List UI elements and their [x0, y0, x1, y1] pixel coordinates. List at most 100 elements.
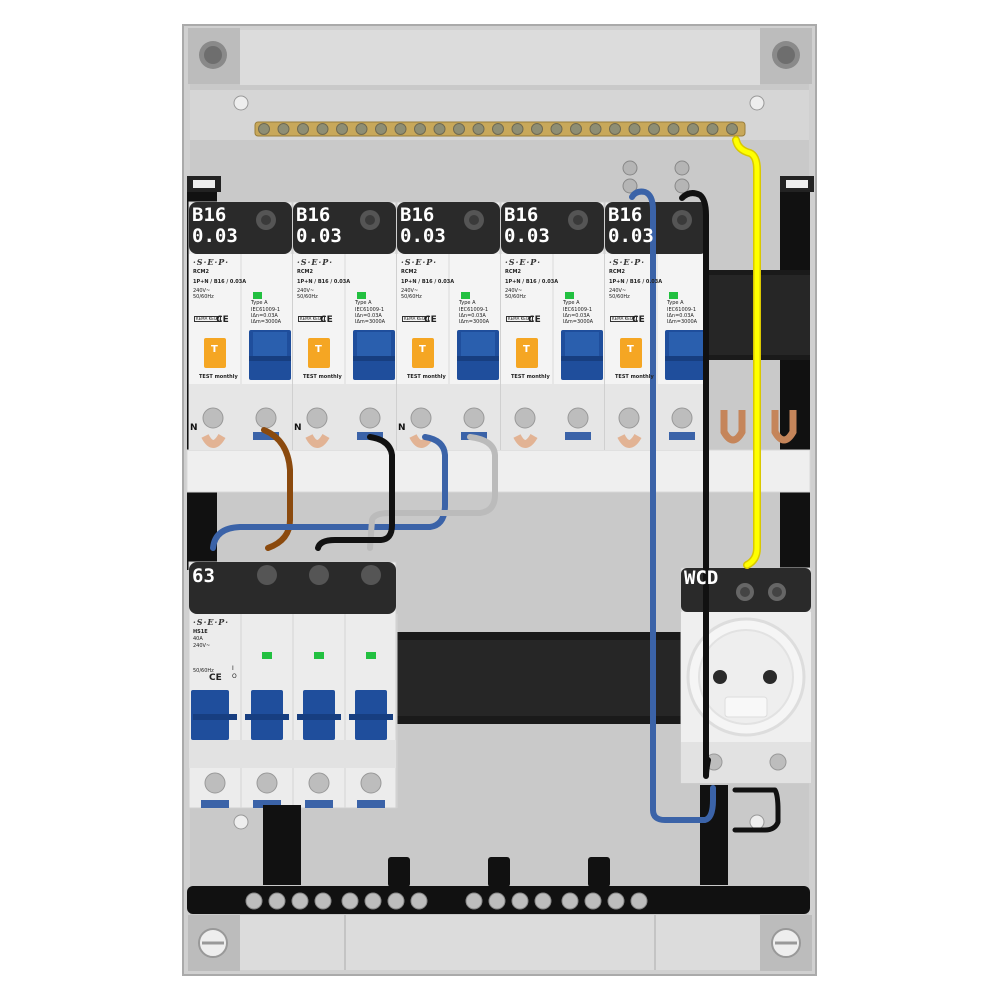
terminal-screw — [410, 892, 428, 910]
terminal-screw — [255, 407, 277, 429]
rcbo-type: Type A — [459, 300, 476, 306]
terminal-screw — [607, 892, 625, 910]
terminal-screw — [463, 407, 485, 429]
busbar-screw — [336, 123, 348, 135]
socket-label: WCD — [684, 567, 719, 589]
ce-mark: CE — [424, 315, 437, 325]
terminal-screw — [308, 772, 330, 794]
main-switch-rating: 63 — [192, 565, 215, 587]
test-label: TEST monthly — [407, 374, 446, 380]
comb-pins — [720, 410, 797, 444]
terminal-screw — [245, 892, 263, 910]
neutral-label: N — [294, 423, 302, 433]
corner-screw-bottom-left — [188, 915, 240, 971]
terminal-screw — [364, 892, 382, 910]
kema-mark: KEMA KEUR — [298, 316, 326, 322]
ce-mark: CE — [216, 315, 229, 325]
busbar-screw — [277, 123, 290, 135]
test-button[interactable] — [204, 338, 226, 368]
ce-mark: CE — [209, 673, 222, 683]
test-button[interactable] — [620, 338, 642, 368]
rcbo-module — [396, 201, 501, 451]
rcbo-type: Type A — [667, 300, 684, 306]
status-indicator — [253, 292, 262, 299]
rcbo-type: Type A — [563, 300, 580, 306]
ce-mark: CE — [632, 315, 645, 325]
rcbo-model: RCM2 — [609, 269, 625, 275]
right-side-rail — [780, 192, 810, 570]
status-indicator — [357, 292, 366, 299]
rcbo-brand: ·S·E·P· — [609, 257, 646, 267]
busbar-screw — [355, 123, 368, 135]
rcbo-rating: B16 0.03 — [608, 204, 654, 247]
bottom-cover — [240, 915, 760, 970]
busbar-screw — [297, 123, 309, 135]
busbar-screw — [511, 123, 524, 135]
busbar-screw — [531, 123, 543, 135]
grey-wire — [367, 434, 498, 551]
rcbo-voltage: 240V~ 50/60Hz — [505, 288, 526, 300]
terminal-screw — [674, 178, 690, 194]
busbar-screw — [628, 123, 641, 135]
status-indicator — [669, 292, 678, 299]
busbar-screw — [453, 123, 465, 135]
test-button-label: T — [315, 344, 322, 355]
terminal-screw — [360, 772, 382, 794]
terminal-screw — [618, 407, 640, 429]
terminal-screw — [341, 892, 359, 910]
blue-wire-main — [210, 434, 448, 551]
status-indicator — [314, 652, 324, 659]
terminal-screw — [534, 892, 552, 910]
terminal-screw — [359, 407, 381, 429]
terminal-screw — [674, 160, 690, 176]
socket-hole-left — [713, 670, 727, 684]
status-indicator — [262, 652, 272, 659]
terminal-screw — [622, 160, 638, 176]
rcbo-standard: IEC61009-1 IΔn=0.03A IΔm=3000A — [355, 307, 386, 325]
rcbo-model: RCM2 — [505, 269, 521, 275]
brown-wire — [261, 427, 293, 551]
rcbo-rating: B16 0.03 — [192, 204, 238, 247]
rcbo-spec: 1P+N / B16 / 0.03A — [401, 279, 455, 285]
status-indicator — [565, 292, 574, 299]
terminal-screw — [561, 892, 579, 910]
neutral-label: N — [190, 423, 198, 433]
rcbo-module — [292, 201, 397, 451]
test-label: TEST monthly — [511, 374, 550, 380]
rcbo-type: Type A — [355, 300, 372, 306]
kema-mark: KEMA KEUR — [610, 316, 638, 322]
busbar-screw — [687, 123, 699, 135]
test-label: TEST monthly — [615, 374, 654, 380]
rcbo-spec: 1P+N / B16 / 0.03A — [193, 279, 247, 285]
status-indicator — [366, 652, 376, 659]
busbar-screw — [550, 123, 563, 135]
terminal-screw — [268, 892, 286, 910]
main-switch-spec: 240V~ — [193, 643, 211, 649]
kema-mark: KEMA KEUR — [194, 316, 222, 322]
rcbo-model: RCM2 — [193, 269, 209, 275]
test-button-label: T — [211, 344, 218, 355]
rcbo-module — [500, 201, 605, 451]
black-wire-main — [315, 434, 395, 551]
terminal-screw — [256, 772, 278, 794]
terminal-screw — [291, 892, 309, 910]
rcbo-spec: 1P+N / B16 / 0.03A — [297, 279, 351, 285]
rcbo-rating: B16 0.03 — [296, 204, 342, 247]
terminal-screw — [622, 178, 638, 194]
test-button[interactable] — [516, 338, 538, 368]
rcbo-spec: 1P+N / B16 / 0.03A — [505, 279, 559, 285]
busbar-screw — [667, 123, 680, 135]
rcbo-brand: ·S·E·P· — [505, 257, 542, 267]
corner-screw-top-right — [760, 28, 812, 84]
test-button[interactable] — [308, 338, 330, 368]
terminal-screw — [567, 407, 589, 429]
test-button-label: T — [627, 344, 634, 355]
bottom-terminal-bars — [187, 785, 810, 914]
terminal-screw — [202, 407, 224, 429]
busbar-screw — [258, 123, 270, 135]
test-button[interactable] — [412, 338, 434, 368]
main-switch-model: HS1E — [193, 629, 208, 635]
terminal-screw — [314, 892, 332, 910]
test-label: TEST monthly — [199, 374, 238, 380]
